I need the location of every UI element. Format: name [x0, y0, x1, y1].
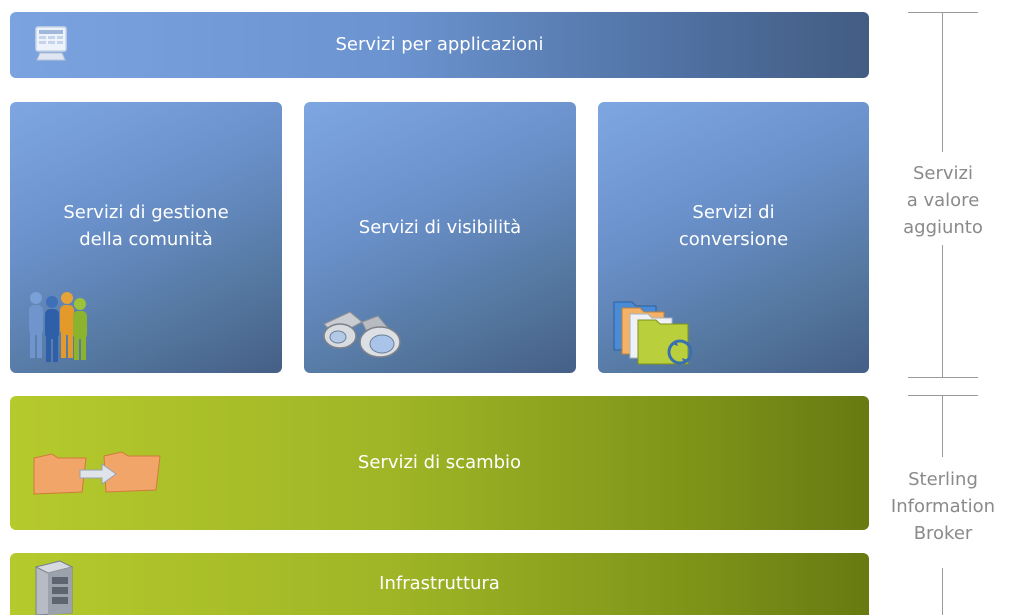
applications-services-label: Servizi per applicazioni: [335, 33, 544, 55]
bracket-broker-lower: [942, 568, 943, 615]
binoculars-icon: [323, 311, 401, 358]
folder-exchange-icon: [33, 451, 161, 495]
conversion-label: Servizi di conversione: [678, 202, 789, 250]
exchange-services-label: Servizi di scambio: [357, 451, 522, 473]
bracket-divider-upper: [908, 377, 978, 378]
sterling-information-broker-label: Sterling Information Broker: [884, 466, 1002, 547]
community-management-label: Servizi di gestione della comunità: [63, 202, 229, 250]
value-added-services-label: Servizi a valore aggiunto: [890, 160, 996, 241]
bracket-top-cap: [908, 12, 978, 13]
community-management-tile: Servizi di gestione della comunità: [10, 102, 282, 373]
applications-services-bar: Servizi per applicazioni: [10, 12, 869, 78]
visibility-tile: Servizi di visibilità: [304, 102, 576, 373]
bracket-value-added-lower: [942, 245, 943, 378]
bracket-divider-lower: [908, 395, 978, 396]
bracket-value-added-upper: [942, 12, 943, 152]
exchange-services-bar: Servizi di scambio: [10, 396, 869, 530]
people-icon: [29, 292, 87, 362]
conversion-tile: Servizi di conversione: [598, 102, 869, 373]
infrastructure-label: Infrastruttura: [379, 572, 500, 594]
infrastructure-bar: Infrastruttura: [10, 553, 869, 615]
bracket-broker-upper: [942, 395, 943, 457]
server-icon: [34, 560, 74, 615]
monitor-icon: [35, 26, 67, 61]
visibility-label: Servizi di visibilità: [358, 217, 522, 238]
folders-icon: [613, 301, 693, 365]
